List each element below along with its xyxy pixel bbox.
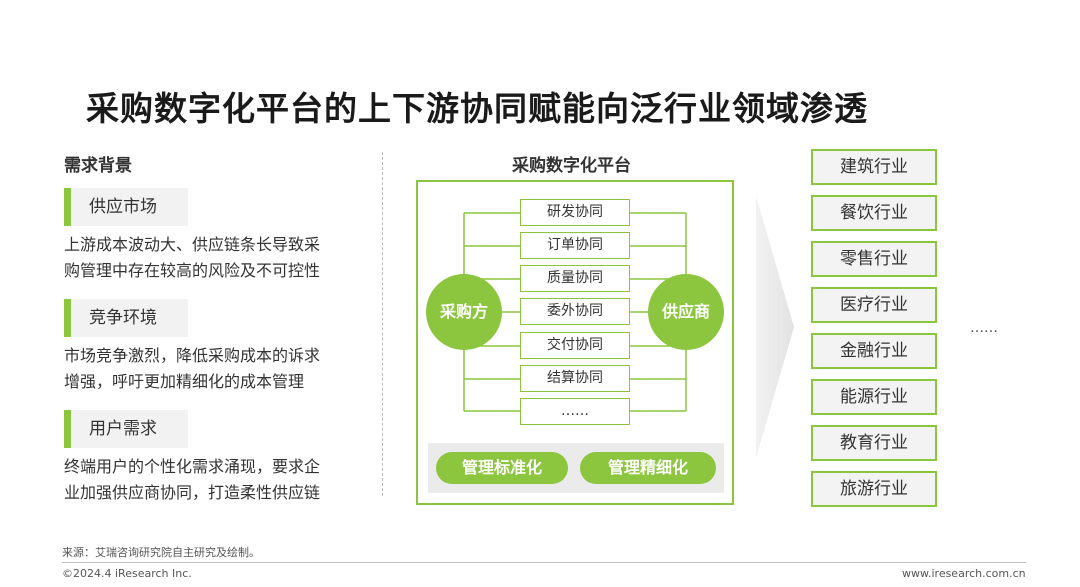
industry-catering: 餐饮行业 <box>811 195 937 231</box>
collab-delivery: 交付协同 <box>520 332 630 359</box>
supplier-circle: 供应商 <box>648 274 724 350</box>
industry-energy: 能源行业 <box>811 379 937 415</box>
industry-retail: 零售行业 <box>811 241 937 277</box>
tag-competition: 竞争环境 <box>64 299 188 337</box>
desc-line: 市场竞争激烈，降低采购成本的诉求 <box>64 346 321 365</box>
industry-construction: 建筑行业 <box>811 149 937 185</box>
more-ellipsis: …… <box>970 320 998 336</box>
website: www.iresearch.com.cn <box>902 567 1026 580</box>
industry-finance: 金融行业 <box>811 333 937 369</box>
dashed-divider <box>382 152 383 496</box>
industry-tourism: 旅游行业 <box>811 471 937 507</box>
buyer-circle: 采购方 <box>426 274 502 350</box>
tag-user-demand: 用户需求 <box>64 410 188 448</box>
source-note: 来源：艾瑞咨询研究院自主研究及绘制。 <box>62 546 260 559</box>
desc-line: 购管理中存在较高的风险及不可控性 <box>64 261 321 280</box>
pill-standardization: 管理标准化 <box>436 452 568 484</box>
industry-medical: 医疗行业 <box>811 287 937 323</box>
copyright: ©2024.4 iResearch Inc. <box>62 567 192 580</box>
desc-line: 业加强供应商协同，打造柔性供应链 <box>64 483 321 502</box>
desc-line: 增强，呼吁更加精细化的成本管理 <box>64 372 305 391</box>
tag-supply-market: 供应市场 <box>64 188 188 226</box>
demand-background-heading: 需求背景 <box>64 156 132 176</box>
page-title: 采购数字化平台的上下游协同赋能向泛行业领域渗透 <box>86 89 868 128</box>
desc-line: 上游成本波动大、供应链条长导致采 <box>64 235 321 254</box>
collab-settlement: 结算协同 <box>520 365 630 392</box>
collab-rd: 研发协同 <box>520 199 630 226</box>
desc-supply-market: 上游成本波动大、供应链条长导致采 购管理中存在较高的风险及不可控性 <box>64 232 364 284</box>
desc-competition: 市场竞争激烈，降低采购成本的诉求 增强，呼吁更加精细化的成本管理 <box>64 343 364 395</box>
platform-title: 采购数字化平台 <box>512 156 631 176</box>
chevron-right-icon <box>756 196 794 458</box>
pill-refinement: 管理精细化 <box>580 452 716 484</box>
footer-divider <box>62 562 1026 563</box>
industry-education: 教育行业 <box>811 425 937 461</box>
collab-outsourcing: 委外协同 <box>520 298 630 325</box>
collab-order: 订单协同 <box>520 232 630 259</box>
collab-quality: 质量协同 <box>520 265 630 292</box>
collab-more: …… <box>520 398 630 425</box>
connector-lines <box>463 212 687 412</box>
desc-line: 终端用户的个性化需求涌现，要求企 <box>64 457 321 476</box>
desc-user-demand: 终端用户的个性化需求涌现，要求企 业加强供应商协同，打造柔性供应链 <box>64 454 364 506</box>
